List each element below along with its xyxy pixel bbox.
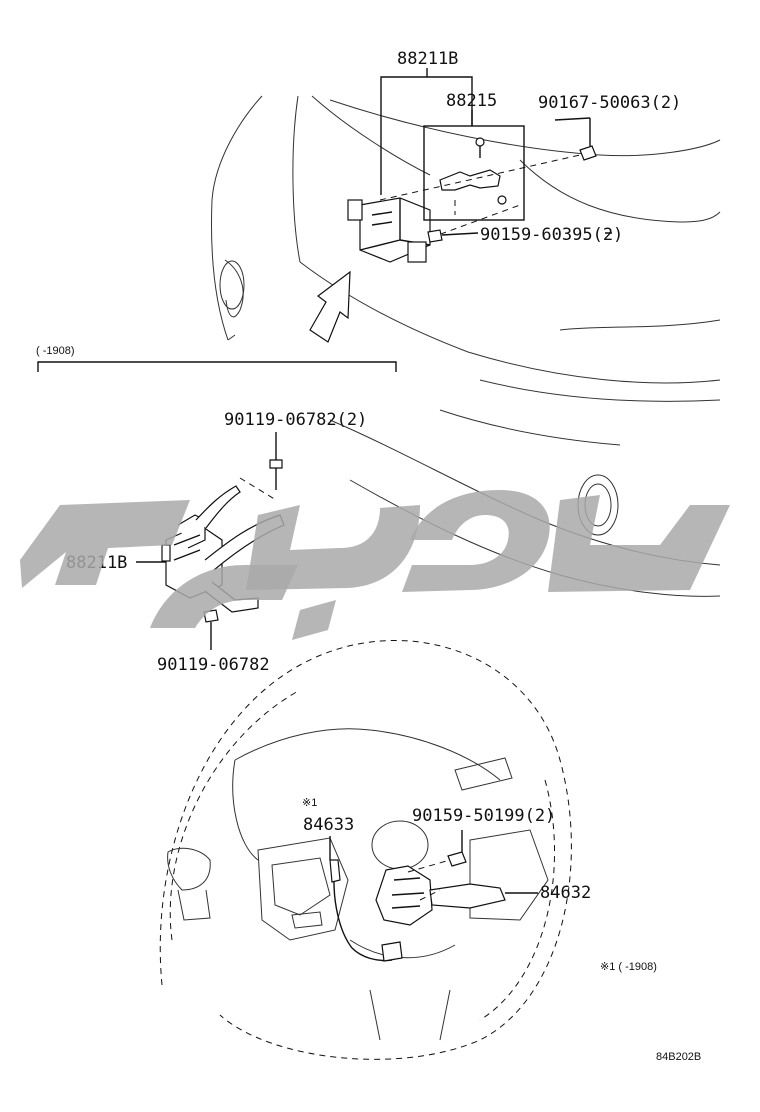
callout-90119-06782: 90119-06782	[157, 655, 270, 675]
callout-88215: 88215	[446, 91, 497, 111]
callout-90119-06782-2: 90119-06782(2)	[224, 410, 367, 430]
callout-84632: 84632	[540, 883, 591, 903]
watermark	[20, 490, 730, 640]
bolt-90119-top	[269, 459, 283, 490]
illustration-code: 84B202B	[656, 1051, 701, 1063]
sensor-bracket-assembly	[161, 485, 285, 613]
bolt-90159-60395	[427, 229, 479, 243]
callout-90159-50199: 90159-50199(2)	[412, 806, 555, 826]
footnote: ※1 ( -1908)	[600, 961, 657, 973]
steering-switch-84632	[375, 865, 506, 926]
screw-90159-50199	[447, 830, 467, 867]
screw-90167	[579, 118, 597, 161]
bracket-88215	[439, 137, 507, 205]
callout-90159-60395: 90159-60395(2)	[480, 225, 623, 245]
steering-switch-84633	[329, 859, 403, 962]
callout-84633: 84633	[303, 815, 354, 835]
note-mark: ※1	[302, 797, 317, 809]
callout-90167-50063: 90167-50063(2)	[538, 93, 681, 113]
bolt-90119-bottom	[203, 609, 219, 650]
radar-sensor-top	[347, 197, 431, 263]
range-bracket-line	[37, 361, 397, 372]
steering-wheel	[159, 639, 572, 1060]
location-arrow	[309, 270, 351, 343]
range-note: ( -1908)	[36, 345, 75, 357]
callout-88211b-top: 88211B	[397, 49, 458, 69]
bracket-group-box	[423, 125, 525, 221]
